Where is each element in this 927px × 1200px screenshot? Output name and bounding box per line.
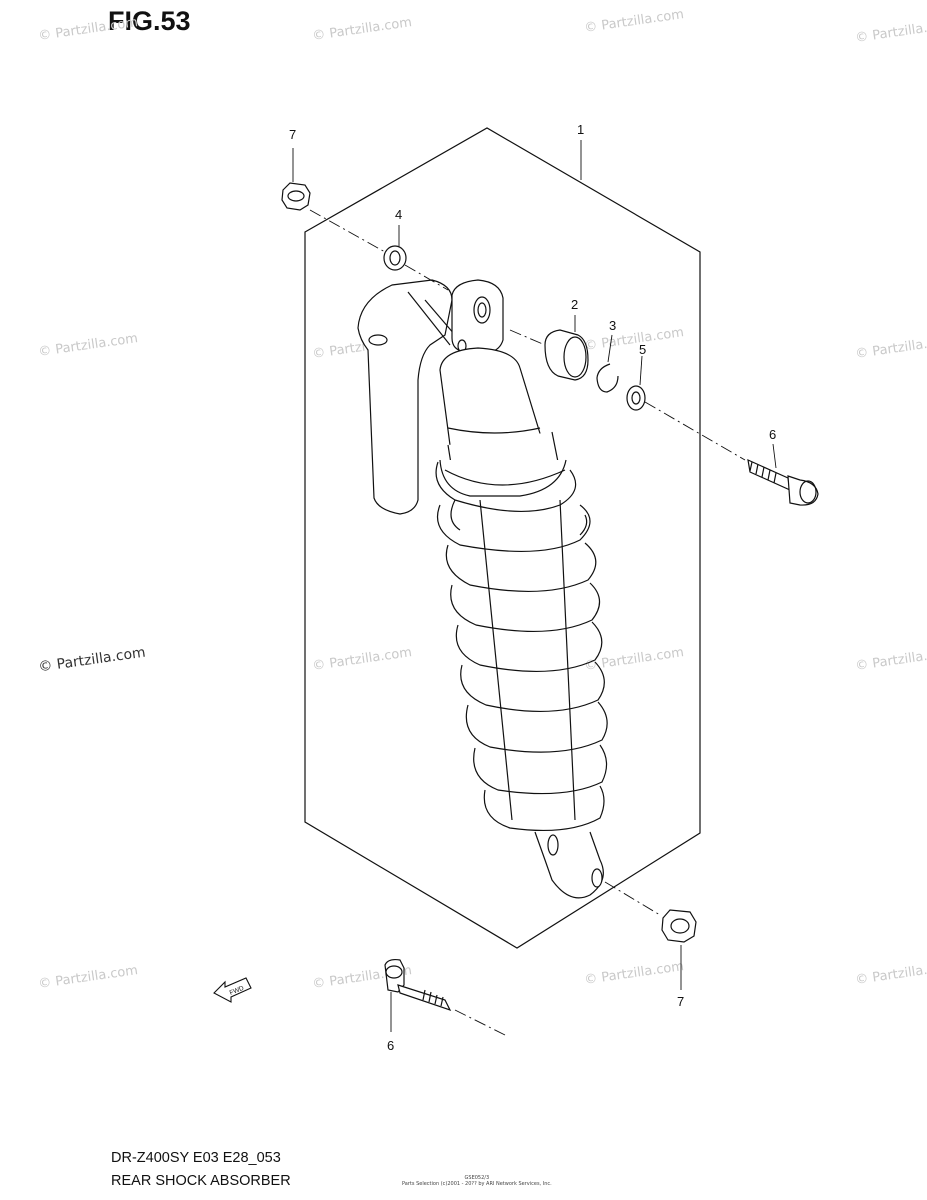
- callout-6-lower: 6: [387, 1038, 394, 1053]
- lower-clevis: [534, 831, 604, 899]
- callout-7-bottom: 7: [677, 994, 684, 1009]
- bushing: [544, 329, 589, 381]
- coil-spring: [435, 461, 608, 832]
- callout-5: 5: [639, 342, 646, 357]
- part-group-caption: REAR SHOCK ABSORBER: [111, 1173, 291, 1189]
- reservoir: [357, 279, 453, 515]
- callout-7-top: 7: [289, 127, 296, 142]
- figure-title: FIG.53: [108, 6, 191, 36]
- lower-nut: [661, 909, 697, 943]
- upper-nut: [281, 182, 311, 211]
- model-caption: DR-Z400SY E03 E28_053: [111, 1150, 281, 1166]
- upper-bolt: [747, 458, 819, 506]
- ref-code: GSE052/3: [464, 1175, 490, 1181]
- washer-4: [383, 245, 407, 271]
- washer-5: [626, 385, 646, 411]
- callout-6-upper: 6: [769, 427, 776, 442]
- callout-4: 4: [395, 207, 402, 222]
- callout-3: 3: [609, 318, 616, 333]
- copyright-notice: GSE052/3 Parts Selection (c)2001 - 20?? …: [402, 1175, 552, 1187]
- circlip: [596, 363, 619, 393]
- callout-2: 2: [571, 297, 578, 312]
- copyright-text: Parts Selection (c)2001 - 20?? by ARI Ne…: [402, 1181, 552, 1187]
- fwd-arrow-icon: [213, 977, 252, 1003]
- callout-1: 1: [577, 122, 584, 137]
- assembly-outline: [304, 127, 701, 949]
- lower-bolt: [384, 958, 452, 1012]
